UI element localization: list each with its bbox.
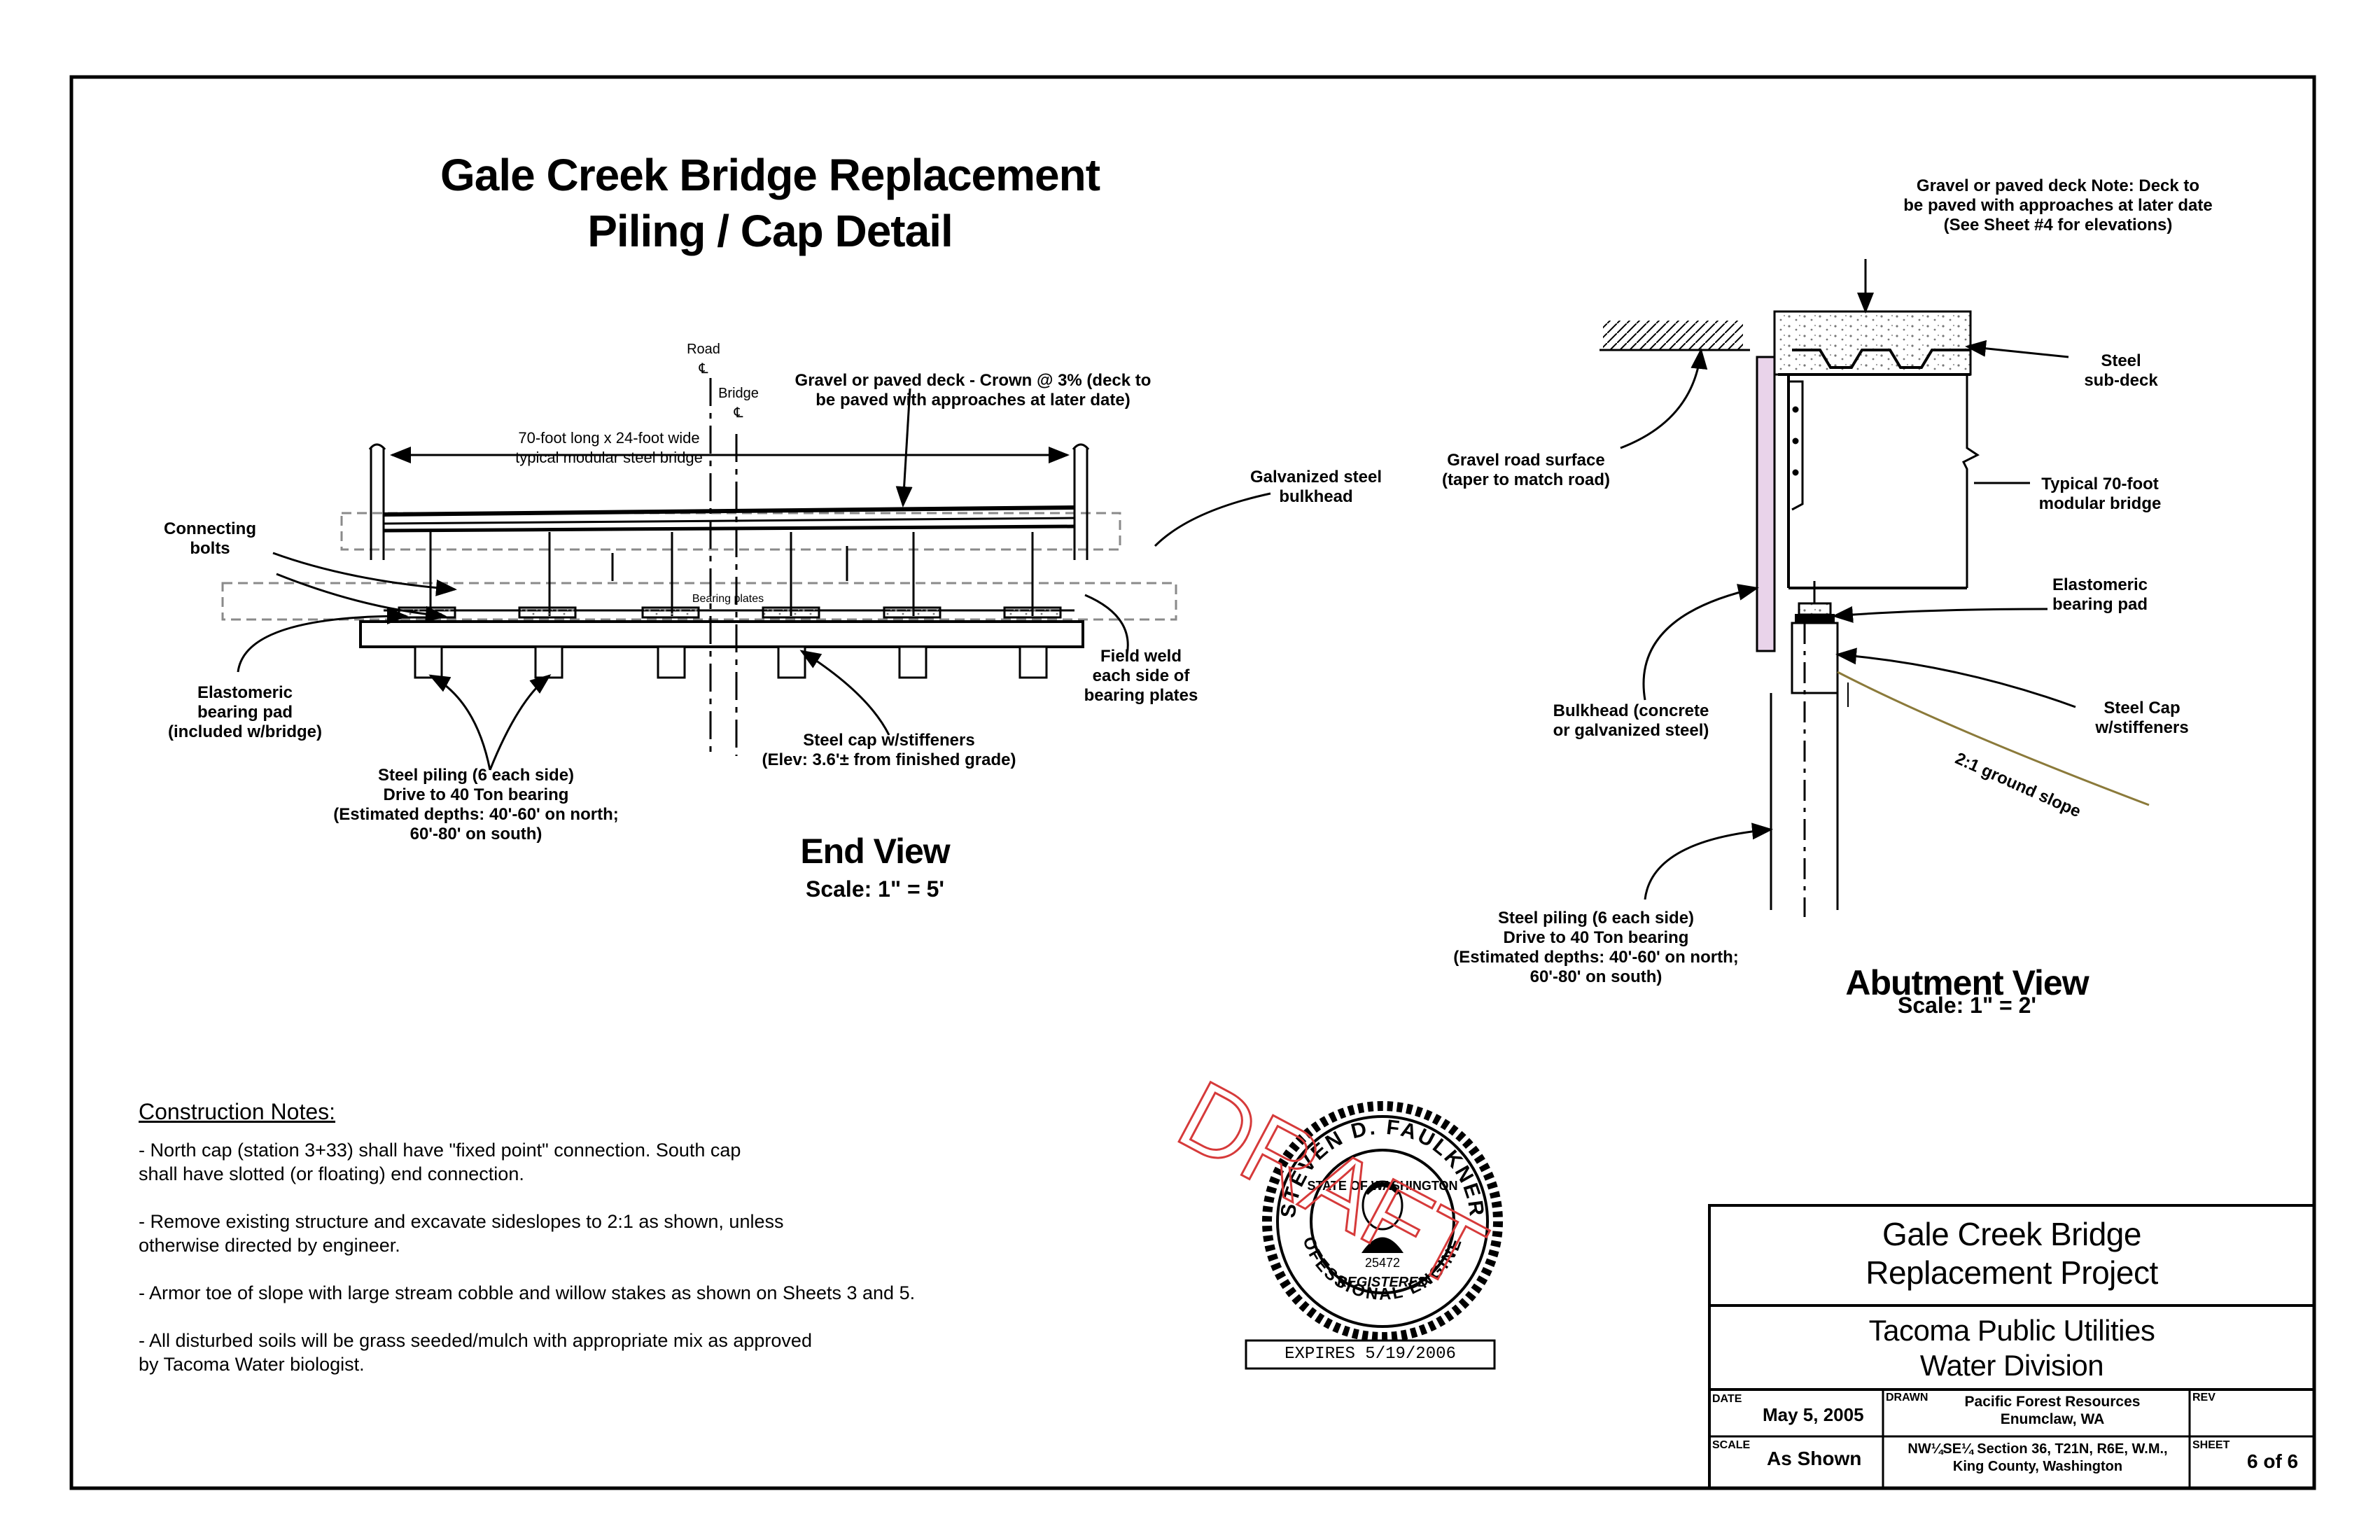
typical-bridge-label: Typical 70-foot modular bridge: [2038, 475, 2162, 513]
construction-notes: Construction Notes: - North cap (station…: [139, 1098, 979, 1376]
rev-field-label: REV: [2192, 1392, 2216, 1404]
title-block: Gale Creek Bridge Replacement Project Ta…: [1709, 1205, 2314, 1488]
title-line-2: Piling / Cap Detail: [587, 206, 953, 256]
construction-note-item: - All disturbed soils will be grass seed…: [139, 1330, 812, 1375]
abutment-view-scale: Scale: 1" = 2': [1897, 993, 2036, 1018]
abutment-view-title: Abutment View: [1845, 963, 2089, 1002]
drawing-title: Gale Creek Bridge Replacement Piling / C…: [392, 147, 1148, 259]
deck-label: Gravel or paved deck - Crown @ 3% (deck …: [794, 371, 1152, 410]
drawn-field-label: DRAWN: [1886, 1392, 1928, 1404]
road-centerline-label: Road ℄: [687, 342, 720, 377]
field-weld-label: Field weld each side of bearing plates: [1084, 647, 1198, 705]
end-view-scale: Scale: 1" = 5': [805, 876, 944, 902]
abut-bulkhead-label: Bulkhead (concrete or galvanized steel): [1553, 701, 1709, 740]
sheet-field-label: SHEET: [2192, 1439, 2230, 1451]
connecting-bolts-label: Connecting bolts: [164, 519, 256, 558]
steel-subdeck-label: Steel sub-deck: [2084, 351, 2158, 390]
abut-deck-note: Gravel or paved deck Note: Deck to be pa…: [1903, 176, 2213, 234]
end-steel-cap-label: Steel cap w/stiffeners (Elev: 3.6'± from…: [762, 731, 1016, 769]
bridge-size-label: 70-foot long x 24-foot wide typical modu…: [515, 429, 703, 466]
title-block-owner: Tacoma Public Utilities Water Division: [1868, 1314, 2155, 1382]
construction-note-item: - Armor toe of slope with large stream c…: [139, 1282, 916, 1303]
construction-note-item: - Remove existing structure and excavate…: [139, 1211, 784, 1256]
galvanized-bulkhead-label: Galvanized steel bulkhead: [1250, 468, 1382, 506]
engineer-seal: [1262, 1101, 1503, 1342]
end-steel-piling-label: Steel piling (6 each side) Drive to 40 T…: [333, 766, 619, 844]
end-view-title: End View: [800, 832, 950, 871]
title-block-project: Gale Creek Bridge Replacement Project: [1865, 1216, 2158, 1291]
sheet-border: [69, 75, 2316, 1490]
title-block-lines: [1708, 1204, 2316, 1490]
abut-steel-cap-label: Steel Cap w/stiffeners: [2095, 699, 2189, 737]
seal-expires-box: [1245, 1339, 1496, 1370]
date-field-label: DATE: [1712, 1393, 1742, 1405]
scale-field-label: SCALE: [1712, 1439, 1751, 1451]
date-value: May 5, 2005: [1763, 1404, 1864, 1425]
scale-value: As Shown: [1767, 1448, 1862, 1469]
bearing-plates-label: Bearing plates: [692, 593, 764, 605]
seal-expires: EXPIRES 5/19/2006: [1284, 1345, 1456, 1364]
bridge-centerline-label: Bridge ℄: [718, 386, 759, 421]
end-elastomeric-label: Elastomeric bearing pad (included w/brid…: [168, 683, 322, 741]
sheet-value: 6 of 6: [2247, 1450, 2299, 1472]
construction-notes-heading: Construction Notes:: [139, 1099, 336, 1124]
location-value: NW¼SE¼ Section 36, T21N, R6E, W.M., King…: [1907, 1441, 2168, 1474]
abutment-view-drawing: [1600, 259, 2150, 917]
gravel-road-label: Gravel road surface (taper to match road…: [1441, 451, 1611, 489]
end-view-drawing: [221, 378, 1271, 771]
abut-steel-piling-label: Steel piling (6 each side) Drive to 40 T…: [1453, 909, 1739, 986]
abut-elastomeric-label: Elastomeric bearing pad: [2052, 575, 2148, 614]
drawn-value: Pacific Forest Resources Enumclaw, WA: [1964, 1394, 2141, 1427]
construction-note-item: - North cap (station 3+33) shall have "f…: [139, 1140, 741, 1184]
title-line-1: Gale Creek Bridge Replacement: [440, 150, 1100, 200]
